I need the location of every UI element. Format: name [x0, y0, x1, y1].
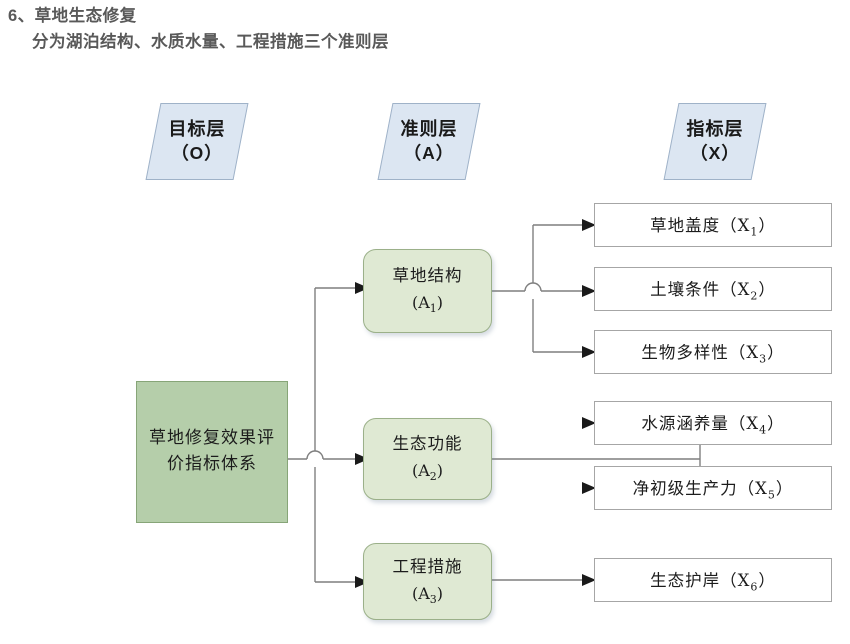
indicator-box-x5[interactable]: 净初级生产力（X5） — [594, 466, 832, 510]
criteria-layer-header-shape — [377, 103, 481, 180]
criteria-box-a2-code: (A2) — [411, 461, 444, 484]
indicator-box-x4[interactable]: 水源涵养量（X4） — [594, 401, 832, 445]
indicator-box-x4-label: 水源涵养量（X4） — [641, 413, 785, 437]
indicator-box-x2[interactable]: 土壤条件（X2） — [594, 267, 832, 311]
criteria-box-a2-label: 生态功能 — [392, 434, 463, 454]
edge-a1-hop-arc — [524, 282, 542, 292]
indicator-box-x2-label: 土壤条件（X2） — [650, 279, 776, 303]
page-title: 6、草地生态修复 分为湖泊结构、水质水量、工程措施三个准则层 — [8, 4, 628, 55]
criteria-box-a3-label: 工程措施 — [392, 556, 463, 576]
criteria-box-a1[interactable]: 草地结构 (A1) — [363, 249, 492, 333]
indicator-box-x5-label: 净初级生产力（X5） — [632, 478, 794, 502]
indicator-box-x6-label: 生态护岸（X6） — [650, 570, 776, 594]
goal-box[interactable]: 草地修复效果评价指标体系 — [136, 381, 288, 523]
goal-layer-header-shape — [145, 103, 249, 180]
criteria-box-a1-label: 草地结构 — [392, 266, 463, 286]
title-line-1: 6、草地生态修复 — [8, 7, 137, 25]
indicator-box-x6[interactable]: 生态护岸（X6） — [594, 558, 832, 602]
indicator-box-x1[interactable]: 草地盖度（X1） — [594, 203, 832, 247]
criteria-box-a3[interactable]: 工程措施 (A3) — [363, 543, 492, 620]
title-line-2: 分为湖泊结构、水质水量、工程措施三个准则层 — [32, 32, 389, 51]
criteria-box-a1-code: (A1) — [411, 293, 444, 316]
indicator-box-x3-label: 生物多样性（X3） — [641, 342, 785, 366]
edge-goal-hop-arc — [306, 450, 324, 460]
indicator-box-x3[interactable]: 生物多样性（X3） — [594, 330, 832, 374]
indicator-box-x1-label: 草地盖度（X1） — [650, 215, 776, 239]
indicator-layer-header-shape — [663, 103, 767, 180]
criteria-box-a3-code: (A3) — [411, 583, 444, 607]
criteria-box-a2[interactable]: 生态功能 (A2) — [363, 418, 492, 500]
goal-box-label: 草地修复效果评价指标体系 — [149, 428, 275, 474]
